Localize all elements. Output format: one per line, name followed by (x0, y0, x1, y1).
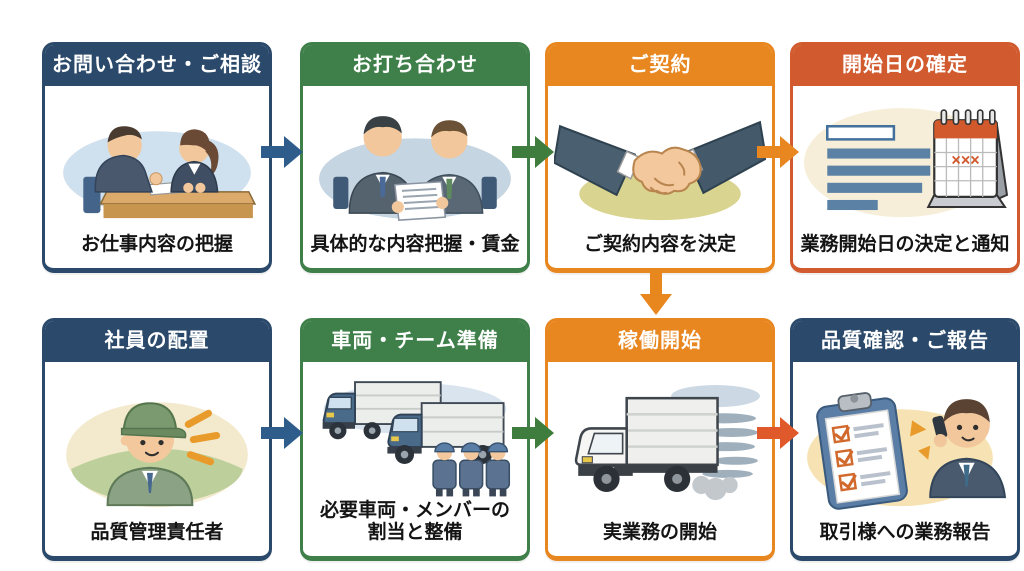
step-card-operation: 稼働開始 (545, 318, 775, 561)
step-title: お打ち合わせ (303, 45, 527, 86)
consultation-illustration (45, 86, 269, 232)
arrow-right-icon (757, 133, 799, 171)
step-title: 開始日の確定 (793, 45, 1017, 86)
calendar-illustration: ××× (793, 86, 1017, 232)
step-card-contract: ご契約 ご契約内容を決定 (545, 42, 775, 273)
arrow-right-icon (261, 133, 303, 171)
step-caption: 品質管理責任者 (90, 522, 224, 544)
step-title: 社員の配置 (45, 321, 269, 362)
moving-truck-illustration (548, 362, 772, 520)
step-caption: お仕事内容の把握 (80, 234, 233, 256)
step-title: お問い合わせ・ご相談 (45, 45, 269, 86)
report-phone-illustration (793, 362, 1017, 520)
step-caption: 取引様への業務報告 (819, 522, 991, 544)
step-caption: 業務開始日の決定と通知 (800, 234, 1010, 256)
step-caption: 実業務の開始 (602, 522, 717, 544)
step-card-meeting: お打ち合わせ (300, 42, 530, 273)
arrow-right-icon (512, 133, 554, 171)
step-caption: ご契約内容を決定 (583, 234, 736, 256)
step-caption: 必要車両・メンバーの 割当と整備 (319, 500, 510, 544)
step-caption: 具体的な内容把握・賃金 (310, 234, 520, 256)
step-card-quality-report: 品質確認・ご報告 (790, 318, 1020, 561)
step-title: 品質確認・ご報告 (793, 321, 1017, 362)
step-card-vehicle-team: 車両・チーム準備 必要車両・メンバーの 割当と整備 (300, 318, 530, 561)
arrow-right-icon (261, 414, 303, 452)
handshake-illustration (548, 86, 772, 232)
step-title: ご契約 (548, 45, 772, 86)
worker-illustration (45, 362, 269, 520)
trucks-team-illustration (303, 362, 527, 498)
arrow-right-icon (757, 414, 799, 452)
arrow-right-icon (512, 414, 554, 452)
arrow-down-icon (637, 269, 675, 315)
step-card-staffing: 社員の配置 品質管理責任者 (42, 318, 272, 561)
calendar-marks: ××× (951, 152, 979, 170)
step-card-inquiry: お問い合わせ・ご相談 お仕事内容の把握 (42, 42, 272, 273)
step-title: 車両・チーム準備 (303, 321, 527, 362)
step-card-start-date: 開始日の確定 (790, 42, 1020, 273)
step-title: 稼働開始 (548, 321, 772, 362)
meeting-illustration (303, 86, 527, 232)
